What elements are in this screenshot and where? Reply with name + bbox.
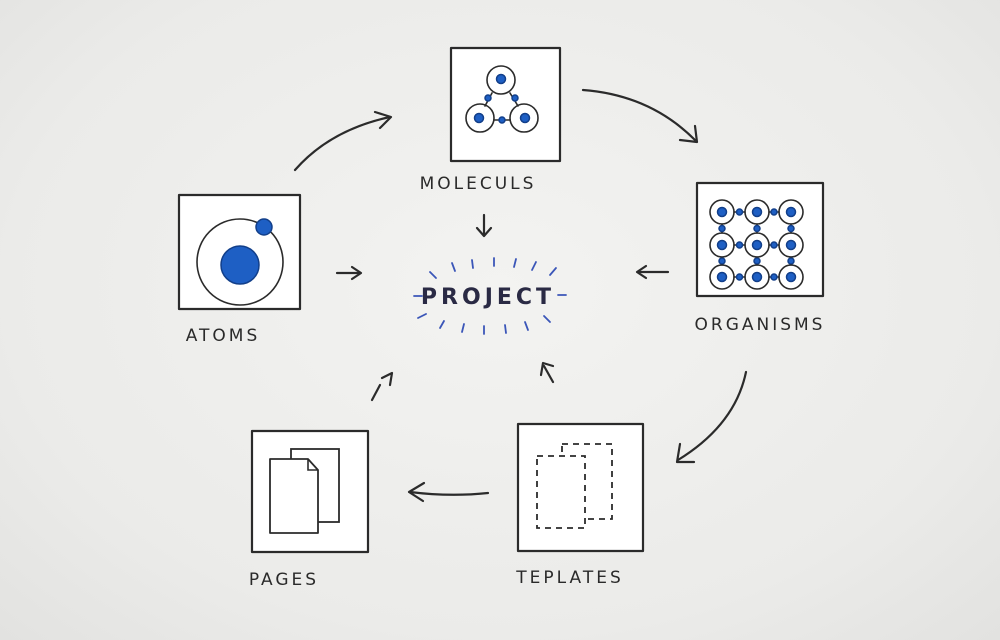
atom-icon: [196, 218, 284, 306]
organisms-frame: [695, 181, 825, 298]
organism-cell: [744, 232, 770, 258]
template-pages-icon: [536, 443, 613, 529]
organisms-node: ORGANISMS: [695, 181, 826, 335]
project-arrows: [335, 213, 670, 384]
organism-cell: [744, 264, 770, 290]
molecule-icon: [465, 65, 539, 133]
organism-nucleus: [716, 206, 728, 218]
pages-label: PAGES: [249, 570, 319, 590]
organism-nucleus: [716, 271, 728, 283]
atoms-frame: [177, 193, 302, 311]
organism-nucleus: [751, 206, 763, 218]
arrow-organisms-to-templates: [676, 370, 748, 462]
organism-nucleus: [751, 271, 763, 283]
pages-node: PAGES: [249, 429, 370, 590]
organism-nucleus: [751, 239, 763, 251]
arrow-templates-to-project: [542, 364, 555, 384]
molecules-label: MOLECULS: [420, 174, 537, 194]
organism-nucleus: [716, 239, 728, 251]
organism-nucleus: [785, 206, 797, 218]
templates-node: TEPLATES: [515, 422, 645, 588]
atoms-label: ATOMS: [186, 326, 261, 346]
organism-cell: [778, 232, 804, 258]
arrow-molecules-to-organisms: [581, 88, 697, 142]
project-title: PROJECT: [421, 285, 555, 310]
arrow-templates-to-pages: [408, 490, 490, 496]
organisms-label: ORGANISMS: [695, 315, 826, 335]
organism-nucleus: [785, 271, 797, 283]
arrow-pages-up: [370, 383, 382, 402]
organism-cell: [744, 199, 770, 225]
organism-cell: [778, 264, 804, 290]
templates-frame: [516, 422, 645, 553]
organism-cell: [709, 232, 735, 258]
arrow-atoms-to-molecules: [293, 115, 392, 172]
templates-label: TEPLATES: [515, 568, 623, 588]
project-rays: [413, 257, 567, 335]
organism-cell: [709, 264, 735, 290]
document-pages-icon: [269, 448, 340, 534]
atoms-node: ATOMS: [177, 193, 302, 346]
organism-grid-icon: [709, 199, 804, 290]
organism-nucleus: [785, 239, 797, 251]
organism-cell: [709, 199, 735, 225]
organism-cell: [778, 199, 804, 225]
molecules-node: MOLECULS: [420, 46, 562, 194]
molecules-frame: [449, 46, 562, 163]
pages-frame: [250, 429, 370, 554]
project-hub: PROJECT: [413, 257, 567, 335]
cycle-arrows: [293, 88, 748, 503]
